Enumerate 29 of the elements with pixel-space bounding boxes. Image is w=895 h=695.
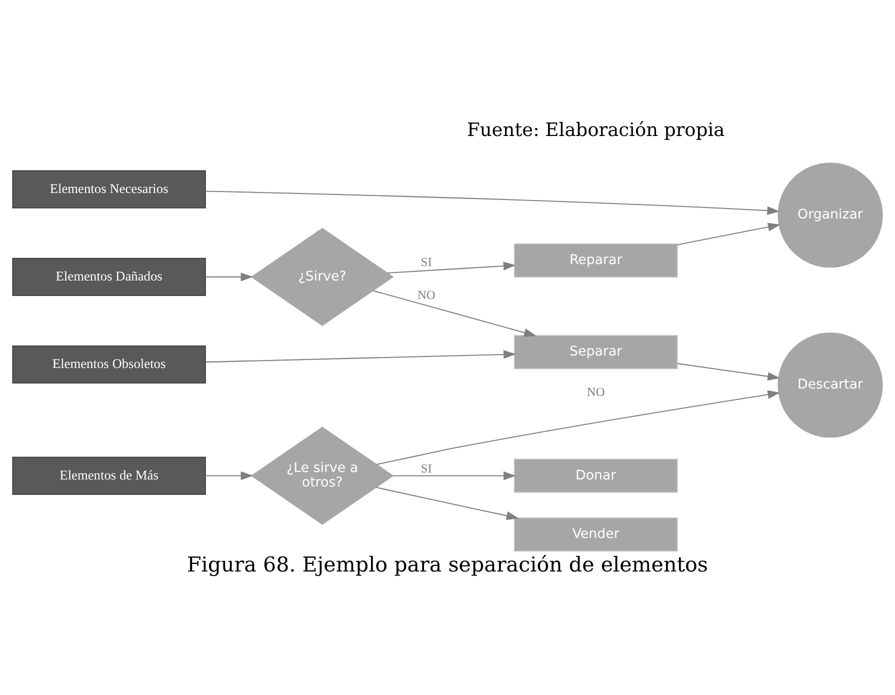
edge-label: NO <box>417 288 436 302</box>
edge-label: NO <box>586 385 605 400</box>
edge-label: SI <box>420 255 432 270</box>
node-circle: Organizar <box>778 162 883 268</box>
arrow <box>206 471 254 480</box>
edge-label: SI <box>420 461 432 476</box>
arrow <box>206 190 780 215</box>
arrow <box>392 471 516 480</box>
arrow <box>387 262 516 274</box>
caption: Figura 68. Ejemplo para separación de elementos <box>186 552 708 577</box>
node-diamond: ¿Sirve? <box>250 228 394 326</box>
node-box: Donar <box>514 458 678 493</box>
node-box: Vender <box>514 518 678 552</box>
node-box: Elementos Dañados <box>12 258 206 296</box>
node-box: Elementos Obsoletos <box>12 345 206 384</box>
arrow <box>373 290 536 337</box>
node-circle: Descartar <box>778 332 883 438</box>
arrow <box>376 486 519 520</box>
arrow <box>677 363 780 381</box>
arrow <box>376 390 780 465</box>
arrow <box>206 350 516 363</box>
arrow <box>677 222 780 246</box>
node-box: Elementos de Más <box>12 456 206 495</box>
node-box: Separar <box>514 335 678 370</box>
node-diamond: ¿Le sirve a otros? <box>250 426 394 525</box>
label: Fuente: Elaboración propia <box>467 120 725 142</box>
node-box: Reparar <box>514 243 678 278</box>
node-box: Elementos Necesarios <box>12 170 206 208</box>
arrow <box>206 272 254 282</box>
